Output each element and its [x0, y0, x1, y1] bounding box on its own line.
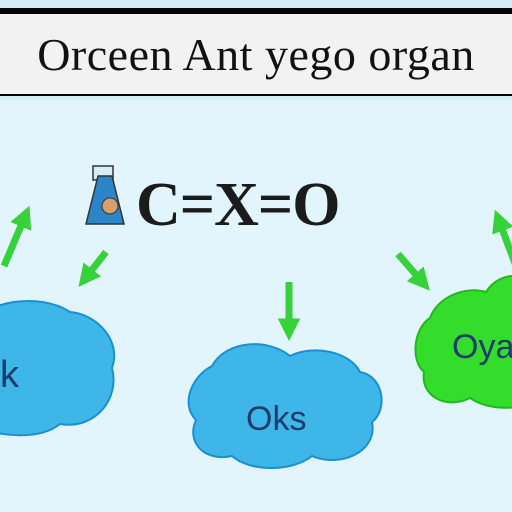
title-strip — [0, 14, 512, 94]
green-arrow-left-up — [0, 205, 32, 268]
flask-icon — [85, 165, 125, 225]
cloud-center — [187, 343, 383, 469]
green-arrow-right-down — [395, 251, 430, 291]
page-title: Orceen Ant yego organ — [37, 29, 475, 80]
cloud-left-label: k — [0, 354, 19, 396]
cloud-center-label: Oks — [246, 400, 307, 438]
green-arrow-right-up — [492, 209, 512, 266]
cloud-left — [0, 300, 115, 437]
equation: C=X=O — [136, 171, 340, 239]
green-arrow-left-down — [78, 249, 109, 288]
cloud-right — [414, 275, 512, 409]
cloud-right-label: Oya — [452, 328, 512, 366]
